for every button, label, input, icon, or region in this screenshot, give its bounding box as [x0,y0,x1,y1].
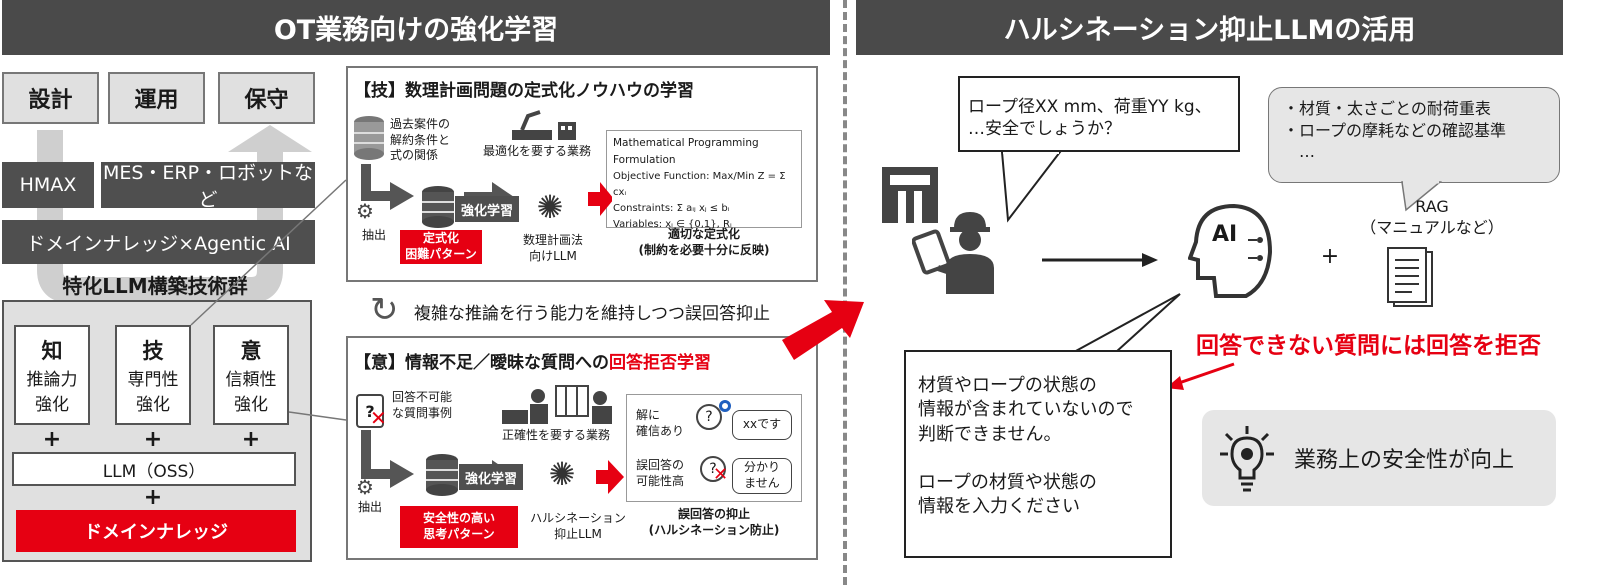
panel2-title-highlight: 回答拒否学習 [609,353,711,373]
database-icon [354,116,384,160]
rag-label: RAG （マニュアルなど） [1360,197,1504,237]
refusal-headline: 回答できない質問には回答を拒否 [1196,333,1541,359]
agentic-ai-box: ドメインナレッジ×Agentic AI [2,220,315,264]
question-doc-icon: ? [356,394,384,428]
tile-skill: 技 専門性 強化 [115,325,191,425]
ai-label: AI [1212,222,1238,247]
llm-group-title: 特化LLM構築技術群 [62,273,248,298]
refusal-case-box [626,394,802,502]
formula-title: Mathematical Programming Formulation [613,137,759,166]
panel2-pattern-box: 安全性の高い 思考パターン [400,506,518,548]
big-red-arrow [782,300,864,360]
plus-sign-2: + [143,426,163,452]
plus-sign-3: + [241,426,261,452]
section-divider [843,0,847,585]
llm-oss-box: LLM（OSS） [12,452,296,486]
panel1-extract-label: 抽出 [362,228,387,242]
red-cross-icon: ✕ [370,406,387,430]
feedback-loop-arrow [37,125,312,303]
panel2-db-icon [426,454,458,496]
panel2-model-label: ハルシネーション 抑止LLM [530,511,626,541]
ai-brain-icon: ✺ [536,188,564,226]
tile-skill-head: 技 [142,339,164,363]
document-icon [1387,247,1433,307]
tile-intent: 意 信頼性 強化 [213,325,289,425]
building-icon [882,167,938,223]
panel2-train-label: 強化学習 [459,464,523,490]
panel1-db-caption: 過去案件の 解約条件と 式の関係 [390,117,451,163]
ai-brain-icon-2: ✺ [548,455,576,493]
panel2-result: 誤回答の抑止 (ハルシネーション防止) [648,507,780,537]
gear-icon: ⚙ [356,199,374,223]
tile-skill-l1: 専門性 [127,370,179,390]
plus-sign-1: + [42,426,62,452]
middle-note: 複雑な推論を行う能力を維持しつつ誤回答抑止 [414,304,770,324]
tile-knowledge-l1: 推論力 [26,370,78,390]
business-box-operation: 運用 [108,72,205,124]
left-header: OT業務向けの強化学習 [2,0,830,55]
connector-lines [190,179,347,421]
case2-answer: 分かり ません [732,458,792,494]
question-bubble-tail [1000,150,1063,223]
panel1-result: 適切な定式化 (制約を必要十分に反映) [638,227,770,257]
formula-variables: Variables: xᵢ ∈ {0,1}, Rᵢ [613,218,732,230]
case2-label: 誤回答の 可能性高 [636,458,685,488]
panel2-task-caption: 正確性を要する業務 [502,428,611,442]
panel1-db-icon [422,186,454,228]
lightbulb-gear-icon [1220,426,1274,492]
right-header: ハルシネーション抑止LLMの活用 [856,0,1563,55]
red-pointer-arrow [1166,362,1235,390]
panel1-title: 【技】数理計画問題の定式化ノウハウの学習 [354,81,694,101]
formula-objective: Objective Function: Max/Min Z = Σ cxᵢ [613,170,786,198]
panel2-title-main: 【意】情報不足／曖昧な質問への [354,353,609,373]
tile-intent-head: 意 [240,339,262,363]
tile-skill-l2: 強化 [136,395,170,415]
case1-answer: xxです [732,410,792,440]
answer-bubble: 材質やロープの状態の 情報が含まれていないので 判断できません。 ロープの材質や… [904,350,1172,558]
formula-box: Mathematical Programming Formulation Obj… [606,130,802,230]
tile-intent-l1: 信頼性 [225,370,277,390]
case2-cross-icon: ✕ [713,464,729,485]
gear-icon-2: ⚙ [356,475,374,499]
workers-icon [502,385,612,424]
case1-icon: ? [696,404,722,430]
panel2-extract-label: 抽出 [358,500,383,514]
panel1-train-label: 強化学習 [455,196,519,222]
panel2-db-caption: 回答不可能 な質問事例 [392,390,453,420]
tile-knowledge: 知 推論力 強化 [14,325,90,425]
plus-sign-rag: + [1320,243,1340,269]
safety-text: 業務上の安全性が向上 [1294,448,1515,473]
rag-info-bubble: ・材質・太さごとの耐荷重表 ・ロープの摩耗などの確認基準 … [1268,87,1560,183]
panel1-pattern-box: 定式化 困難パターン [400,230,482,264]
check-circle-icon [719,400,731,412]
worker-tablet-icon [912,212,994,294]
ai-head-icon [1188,203,1273,298]
tile-knowledge-l2: 強化 [35,395,69,415]
panel1-model-label: 数理計画法 向けLLM [522,233,583,263]
question-bubble: ロープ径XX mm、荷重YY kg、 …安全でしょうか？ [958,76,1240,152]
factory-robot-icon [512,110,576,140]
domain-knowledge-box: ドメインナレッジ [16,510,296,552]
tile-intent-l2: 強化 [234,395,268,415]
tile-knowledge-head: 知 [41,339,63,363]
arrow-to-ai [1042,253,1158,267]
hmax-box: HMAX [2,162,94,208]
rag-bubble-tail [1401,180,1443,212]
cycle-icon: ↻ [370,290,399,330]
case2-icon: ? [700,456,726,482]
formula-constraints: Constraints: Σ aᵢⱼ xⱼ ≤ bᵢ [613,202,730,214]
plus-sign-4: + [143,484,163,510]
panel1-task-caption: 最適化を要する業務 [483,144,592,158]
business-box-maintenance: 保守 [218,72,315,124]
panel2-title: 【意】情報不足／曖昧な質問への回答拒否学習 [354,348,711,373]
business-box-design: 設計 [2,72,99,124]
case1-label: 解に 確信あり [636,408,685,438]
mes-erp-box: MES・ERP・ロボットなど [101,162,315,211]
